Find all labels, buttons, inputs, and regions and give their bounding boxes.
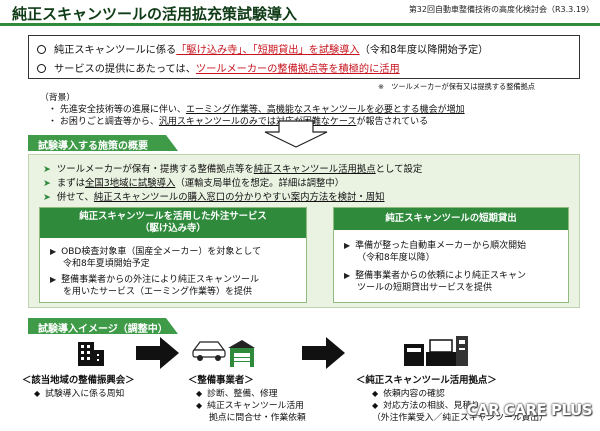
lending-item-2-line-2: ツールの短期貸出サービスを提供 <box>357 283 493 293</box>
office-building-icon <box>78 342 104 366</box>
background-line-1-underline: エーミング作業等、高機能なスキャンツールを必要とする機会が増加 <box>185 105 465 115</box>
measure-line-2-underline: 全国3地域に試験導入 <box>85 178 176 189</box>
diamond-bullet-icon: ◆ <box>34 389 41 398</box>
footnote: ※ ツールメーカーが保有又は提携する整備拠点 <box>378 82 535 91</box>
association-item-1-text: 試験導入に係る周知 <box>45 389 125 399</box>
measure-line-1-tail: として設定 <box>375 164 423 175</box>
measure-line-2-tail: （運輸支局単位を想定。詳細は調整中） <box>175 178 345 189</box>
diamond-bullet-icon: ◆ <box>196 401 203 410</box>
lending-item-2-text: 整備事業者からの依頼により純正スキャン <box>355 271 526 281</box>
tool-base-item-3: （外注作業受入／純正スキャンツール貸出） <box>372 413 548 423</box>
circle-bullet-icon <box>37 64 46 73</box>
measure-line-1-underline: 純正スキャンツール活用拠点 <box>253 164 376 175</box>
key-point-1: 純正スキャンツールに係る「駆け込み寺」、「短期貸出」を試験導入（令和8年度以降開… <box>37 41 488 56</box>
repair-shop-item-2-cont: 拠点に問合せ・作業依頼 <box>209 413 306 423</box>
outsourcing-item-2-line-1: ▶ 整備事業者からの外注により純正スキャンツール <box>50 272 259 285</box>
background-label: （背景） <box>40 93 76 103</box>
caption-tool-base: ＜純正スキャンツール活用拠点＞ <box>356 375 497 386</box>
repair-shop-item-1-text: 診断、整備、修理 <box>207 389 278 399</box>
arrow-bullet-icon: ➤ <box>43 192 51 203</box>
key-point-1-text: 純正スキャンツールに係る <box>54 45 177 56</box>
measure-line-3-underline: 純正スキャンツールの購入窓口の分かりやすい案内方法を検討・周知 <box>93 192 385 203</box>
measure-line-3-text: 併せて、 <box>56 192 94 203</box>
down-arrow-icon <box>264 120 328 148</box>
meeting-label: 第32回自動車整備技術の高度化検討会（R3.3.19） <box>408 5 594 14</box>
key-point-1-note: （令和8年度以降開始予定） <box>359 45 489 56</box>
key-points-box: 純正スキャンツールに係る「駆け込み寺」、「短期貸出」を試験導入（令和8年度以降開… <box>28 35 580 79</box>
triangle-bullet-icon: ▶ <box>50 247 57 256</box>
outsourcing-item-2-line-2: を用いたサービス（エーミング作業等）を提供 <box>63 287 253 297</box>
lending-item-1-line-1: ▶ 準備が整った自動車メーカーから順次開始 <box>344 238 526 251</box>
header: 純正スキャンツールの活用拡充策試験導入 第32回自動車整備技術の高度化検討会（R… <box>0 0 600 26</box>
image-tab: 試験導入イメージ（調整中） <box>28 318 178 334</box>
key-point-2-text: サービスの提供にあたっては、 <box>54 64 196 75</box>
background-line-1-text: ・ 先進安全技術等の進展に伴い、 <box>48 105 186 115</box>
circle-bullet-icon <box>37 45 46 54</box>
outsourcing-item-1-line-2: 令和8年夏頃開始予定 <box>63 259 150 269</box>
measure-line-1-text: ツールメーカーが保有・提携する整備拠点等を <box>56 164 254 175</box>
tool-base-item-2-text: 対応方法の相談、見積り <box>383 401 480 411</box>
measure-line-1: ➤ ツールメーカーが保有・提携する整備拠点等を純正スキャンツール活用拠点として設定 <box>43 161 422 175</box>
outsourcing-service-header: 純正スキャンツールを活用した外注サービス （駆け込み寺） <box>40 208 306 238</box>
tool-base-item-2: ◆ 対応方法の相談、見積り <box>372 398 480 411</box>
workshop-icon <box>404 336 468 366</box>
outsourcing-service-subtitle: （駆け込み寺） <box>140 223 206 234</box>
diamond-bullet-icon: ◆ <box>196 389 203 398</box>
short-term-lending-header: 純正スキャンツールの短期貸出 <box>334 208 568 230</box>
flow-arrow-icon <box>302 337 345 369</box>
triangle-bullet-icon: ▶ <box>344 271 351 280</box>
key-point-2-highlight: ツールメーカーの整備拠点等を積極的に活用 <box>195 64 400 75</box>
diamond-bullet-icon: ◆ <box>372 401 379 410</box>
watermark-logo: CAR CARE PLUS <box>466 401 592 419</box>
measure-line-2: ➤ まずは全国3地域に試験導入（運輸支局単位を想定。詳細は調整中） <box>43 175 344 189</box>
triangle-bullet-icon: ▶ <box>344 241 351 250</box>
repair-shop-item-2: ◆ 純正スキャンツール活用 <box>196 398 304 411</box>
background-line-2-tail: が報告されている <box>356 117 429 127</box>
background-line-2-underline: 汎用スキャンツールのみでは対応が困難なケース <box>158 117 357 127</box>
outsourcing-item-2-text: 整備事業者からの外注により純正スキャンツール <box>61 275 259 285</box>
measure-line-2-text: まずは <box>56 178 85 189</box>
measures-panel: ➤ ツールメーカーが保有・提携する整備拠点等を純正スキャンツール活用拠点として設定… <box>28 154 580 308</box>
outsourcing-service-title: 純正スキャンツールを活用した外注サービス <box>79 211 267 222</box>
page-title: 純正スキャンツールの活用拡充策試験導入 <box>12 5 298 23</box>
car-garage-icon <box>192 340 255 367</box>
caption-repair-shop: ＜整備事業者＞ <box>188 375 254 386</box>
background-line-2: ・ お困りごと調査等から、汎用スキャンツールのみでは対応が困難なケースが報告され… <box>48 114 428 127</box>
arrow-bullet-icon: ➤ <box>43 164 51 175</box>
triangle-bullet-icon: ▶ <box>50 275 57 284</box>
measures-tab: 試験導入する施策の概要 <box>28 135 178 151</box>
caption-association: ＜該当地域の整備振興会＞ <box>22 375 135 386</box>
arrow-bullet-icon: ➤ <box>43 178 51 189</box>
background-line-1: ・ 先進安全技術等の進展に伴い、エーミング作業等、高機能なスキャンツールを必要と… <box>48 102 465 115</box>
background-line-2-text: ・ お困りごと調査等から、 <box>48 117 159 127</box>
association-item-1: ◆ 試験導入に係る周知 <box>34 386 124 399</box>
outsourcing-service-box: 純正スキャンツールを活用した外注サービス （駆け込み寺） ▶ OBD検査対象車（国… <box>39 207 307 303</box>
repair-shop-item-1: ◆ 診断、整備、修理 <box>196 386 278 399</box>
flow-arrow-icon <box>136 337 179 369</box>
tool-base-item-1-text: 依頼内容の確認 <box>383 389 445 399</box>
lending-item-1-line-2: （令和8年度以降） <box>357 253 435 263</box>
outsourcing-item-1-line-1: ▶ OBD検査対象車（国産全メーカー）を対象として <box>50 244 261 257</box>
key-point-1-highlight: 「駆け込み寺」、「短期貸出」を試験導入 <box>176 45 360 56</box>
diamond-bullet-icon: ◆ <box>372 389 379 398</box>
tool-base-item-1: ◆ 依頼内容の確認 <box>372 386 445 399</box>
lending-item-2-line-1: ▶ 整備事業者からの依頼により純正スキャン <box>344 268 526 281</box>
outsourcing-item-1-text: OBD検査対象車（国産全メーカー）を対象として <box>61 247 262 257</box>
lending-item-1-text: 準備が整った自動車メーカーから順次開始 <box>355 241 527 251</box>
key-point-2: サービスの提供にあたっては、ツールメーカーの整備拠点等を積極的に活用 <box>37 60 400 75</box>
measure-line-3: ➤ 併せて、純正スキャンツールの購入窓口の分かりやすい案内方法を検討・周知 <box>43 189 385 203</box>
repair-shop-item-2-text: 純正スキャンツール活用 <box>207 401 304 411</box>
short-term-lending-box: 純正スキャンツールの短期貸出 ▶ 準備が整った自動車メーカーから順次開始 （令和8… <box>333 207 569 303</box>
